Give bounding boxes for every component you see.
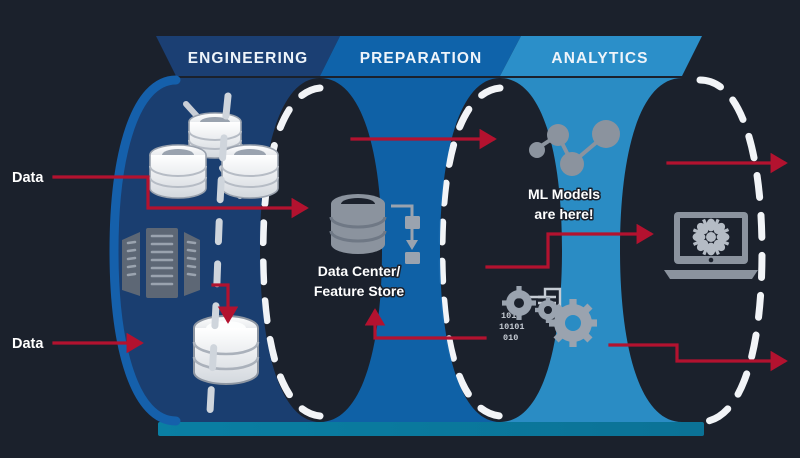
database-icon [192, 315, 260, 385]
distributed-database-icon [149, 101, 279, 199]
stage-tab-preparation-label: PREPARATION [360, 50, 483, 67]
svg-text:101: 101 [501, 311, 516, 321]
laptop-icon [664, 212, 758, 279]
ml-models-label-line2: are here! [534, 206, 593, 222]
stage-body-preparation [320, 78, 500, 422]
preparation-inner-dashed-arc [259, 84, 324, 420]
gears-binary-icon: 101 10101 010 [499, 286, 597, 347]
pipeline-base-bar [158, 422, 704, 436]
ml-models-label-line1: ML Models [528, 186, 600, 202]
node-graph-icon [529, 120, 620, 176]
stage-tab-analytics-label: ANALYTICS [551, 50, 648, 67]
database-pipeline-icon [329, 194, 420, 264]
server-racks-icon [122, 228, 200, 298]
data-center-feature-store-label: Data Center/ Feature Store [312, 262, 405, 301]
stage-tab-preparation[interactable]: PREPARATION [320, 36, 521, 76]
stage-tab-engineering[interactable]: ENGINEERING [156, 36, 340, 76]
analytics-inner-dashed-arc [438, 84, 504, 420]
flow-featurestore-up [364, 308, 487, 340]
open-end-dashed-ellipse [696, 76, 766, 426]
data-input-bottom-label: Data [12, 336, 44, 352]
flow-data-top [52, 175, 309, 219]
engineering-left-rim [109, 75, 181, 426]
data-input-top-label: Data [12, 170, 44, 186]
flow-analytics-out-bottom [608, 343, 788, 372]
stage-tab-engineering-label: ENGINEERING [188, 50, 309, 67]
stage-tab-analytics[interactable]: ANALYTICS [500, 36, 702, 76]
data-center-label-line1: Data Center/ [318, 263, 401, 279]
svg-text:10101: 10101 [499, 322, 525, 332]
flow-engineering-down [211, 283, 239, 324]
ml-models-here-label: ML Models are here! [526, 185, 601, 224]
svg-text:010: 010 [503, 333, 518, 343]
stage-body-analytics [500, 78, 682, 422]
data-center-label-line2: Feature Store [314, 283, 404, 299]
dashboard-flower-glyph [692, 218, 730, 256]
pipeline-flowchart-icon [391, 204, 420, 264]
engineering-inner-dashed-arc [206, 92, 232, 416]
flow-analytics-to-laptop [485, 223, 654, 269]
